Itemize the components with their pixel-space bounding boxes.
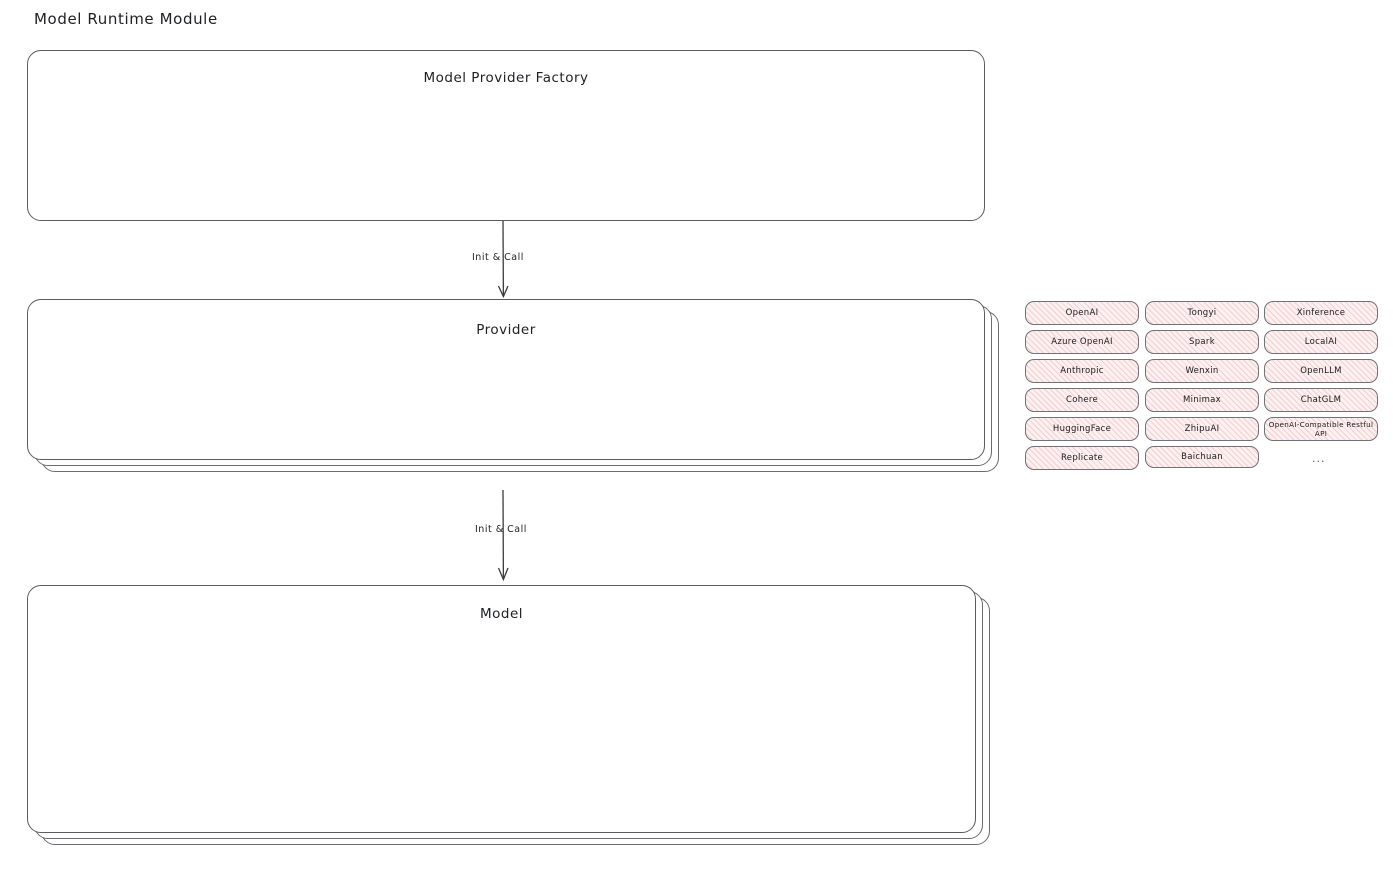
arrow-icon xyxy=(497,489,509,582)
provider-chip-label: Xinference xyxy=(1296,308,1346,318)
provider-chip-localai[interactable]: LocalAI xyxy=(1264,330,1378,354)
provider-chip-cohere[interactable]: Cohere xyxy=(1025,388,1139,412)
provider-chip-label: Minimax xyxy=(1182,395,1222,405)
provider-chip-zhipuai[interactable]: ZhipuAI xyxy=(1145,417,1259,441)
provider-chip-openai[interactable]: OpenAI xyxy=(1025,301,1139,325)
provider-chip-xinference[interactable]: Xinference xyxy=(1264,301,1378,325)
arrow-factory-to-provider xyxy=(470,220,540,299)
provider-chip-baichuan[interactable]: Baichuan xyxy=(1145,446,1259,468)
provider-chip-label: Spark xyxy=(1189,337,1215,347)
arrow-icon xyxy=(497,220,509,299)
provider-chip-huggingface[interactable]: HuggingFace xyxy=(1025,417,1139,441)
model-provider-factory-title: Model Provider Factory xyxy=(423,70,589,86)
provider-chip-openai-compatible-restful-api[interactable]: OpenAI-Compatible Restful API xyxy=(1264,417,1378,441)
provider-chip-label: HuggingFace xyxy=(1052,424,1112,434)
provider-chip-wenxin[interactable]: Wenxin xyxy=(1145,359,1259,383)
provider-chip-chatglm[interactable]: ChatGLM xyxy=(1264,388,1378,412)
provider-chip-tongyi[interactable]: Tongyi xyxy=(1145,301,1259,325)
provider-chip-label: ChatGLM xyxy=(1300,395,1342,405)
provider-chip-label: Replicate xyxy=(1060,453,1104,463)
provider-chip-label: LocalAI xyxy=(1304,337,1338,347)
provider-chip-label: OpenAI-Compatible Restful API xyxy=(1268,420,1374,438)
provider-chip-label: Wenxin xyxy=(1185,366,1219,376)
provider-chip-label: Azure OpenAI xyxy=(1051,337,1113,347)
provider-chip-azure-openai[interactable]: Azure OpenAI xyxy=(1025,330,1139,354)
provider-chip-label: ZhipuAI xyxy=(1184,424,1220,434)
provider-card: Provider xyxy=(27,299,985,460)
provider-chip-label: OpenLLM xyxy=(1300,366,1342,376)
model-provider-factory-card: Model Provider Factory xyxy=(27,50,985,221)
provider-chip-spark[interactable]: Spark xyxy=(1145,330,1259,354)
page-title: Model Runtime Module xyxy=(34,10,218,28)
provider-chip-openllm[interactable]: OpenLLM xyxy=(1264,359,1378,383)
arrow-provider-to-model xyxy=(470,489,540,582)
provider-chip-label: Tongyi xyxy=(1187,308,1217,318)
provider-chip-label: Baichuan xyxy=(1181,452,1223,462)
provider-chip-label: Anthropic xyxy=(1060,366,1104,376)
model-title: Model xyxy=(479,606,524,622)
provider-chip-label: OpenAI xyxy=(1065,308,1099,318)
model-card: Model xyxy=(27,585,976,833)
provider-chip-minimax[interactable]: Minimax xyxy=(1145,388,1259,412)
provider-title: Provider xyxy=(476,322,536,338)
provider-chip-label: Cohere xyxy=(1065,395,1099,405)
arrow-label-init-and-call-1: Init & Call xyxy=(472,252,524,263)
provider-chip-anthropic[interactable]: Anthropic xyxy=(1025,359,1139,383)
provider-chip-replicate[interactable]: Replicate xyxy=(1025,446,1139,470)
provider-list-ellipsis: ... xyxy=(1312,452,1326,465)
arrow-label-init-and-call-2: Init & Call xyxy=(475,524,527,535)
